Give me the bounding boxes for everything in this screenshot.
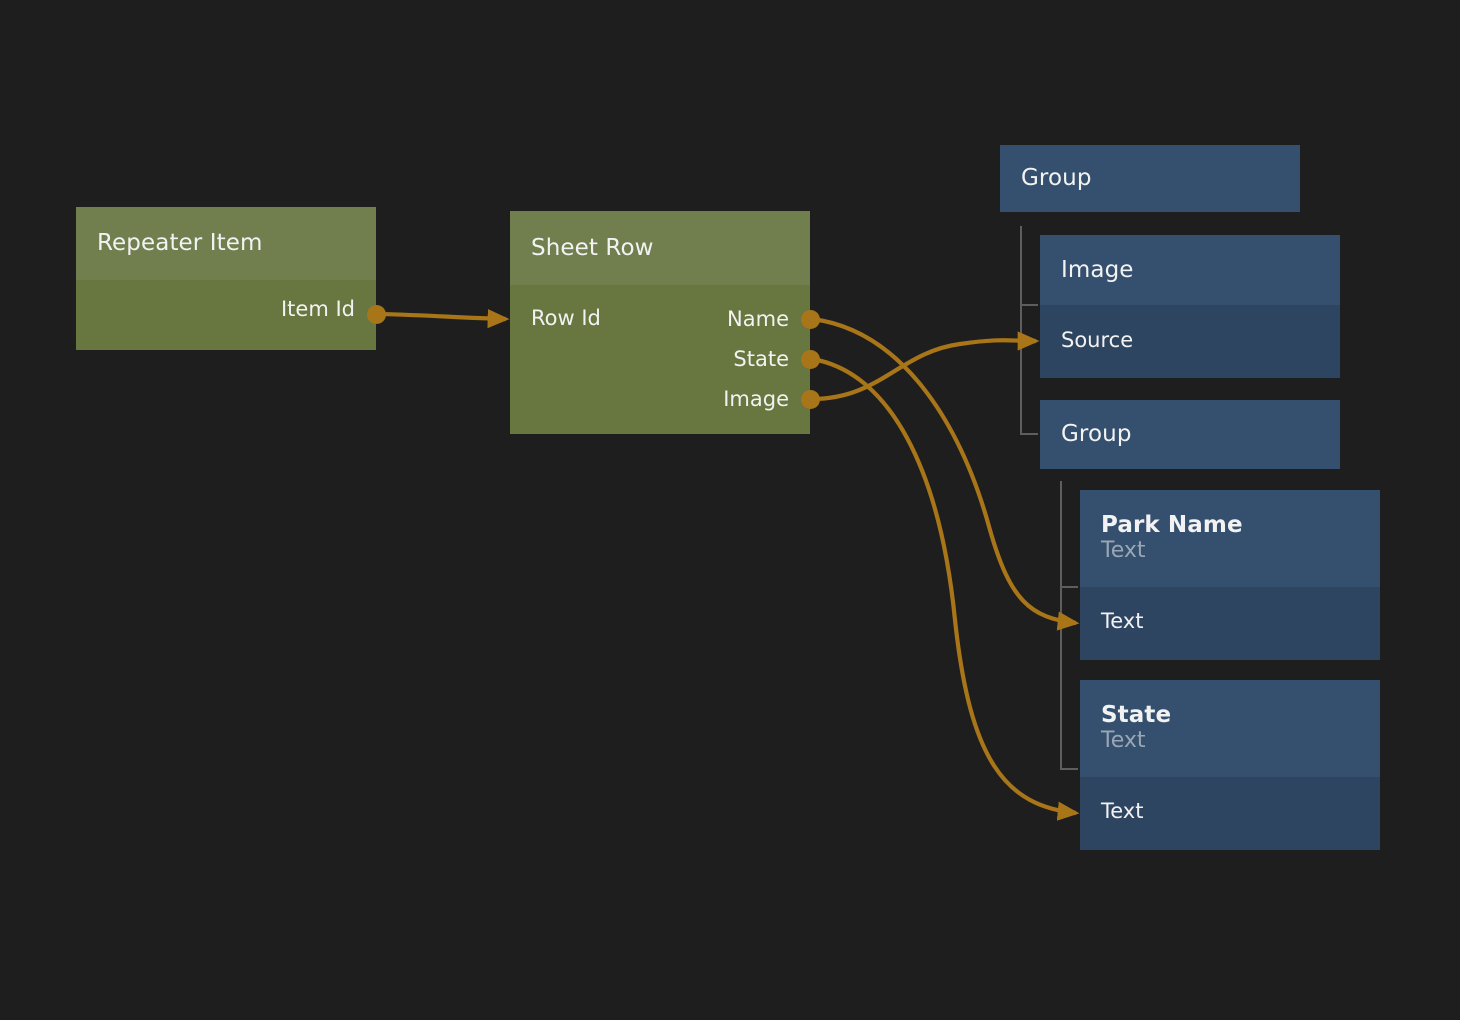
tree-stub-state [1060, 768, 1078, 770]
node-title: Group [1061, 421, 1132, 448]
node-header-repeater-item: Repeater Item [76, 207, 376, 280]
node-title: Image [1061, 256, 1134, 283]
port-label-state: State [733, 346, 789, 371]
tree-line-group-second [1060, 481, 1062, 769]
wire-itemid-to-rowid [377, 308, 510, 329]
port-label-source: Source [1061, 327, 1134, 352]
port-row-item-id[interactable]: Item Id [76, 298, 376, 320]
node-subtitle: Text [1101, 538, 1146, 564]
wire-name-to-parkname-text [811, 316, 1080, 631]
tree-stub-image [1020, 304, 1038, 306]
node-repeater-item[interactable]: Repeater Item Item Id [76, 207, 376, 350]
tree-line-group-top [1020, 226, 1022, 434]
node-title: Repeater Item [97, 230, 263, 257]
node-header-park-name: Park Name Text [1080, 490, 1380, 587]
node-state[interactable]: State Text Text [1080, 680, 1380, 850]
node-header-group-top: Group [1000, 145, 1300, 212]
port-dot-state[interactable] [801, 350, 820, 369]
node-header-group-second: Group [1040, 400, 1340, 469]
port-row-name[interactable]: Name [510, 308, 810, 330]
node-body-state: Text [1080, 777, 1380, 850]
port-label-text: Text [1101, 608, 1144, 633]
port-row-text[interactable]: Text [1080, 610, 1380, 632]
node-subtitle: Text [1101, 728, 1146, 754]
node-header-sheet-row: Sheet Row [510, 211, 810, 285]
port-row-state[interactable]: State [510, 348, 810, 370]
port-dot-name[interactable] [801, 310, 820, 329]
port-label-image: Image [723, 386, 789, 411]
node-sheet-row[interactable]: Sheet Row Row Id Name State Image [510, 211, 810, 434]
node-group-second[interactable]: Group [1040, 400, 1340, 469]
node-body-repeater-item: Item Id [76, 280, 376, 350]
port-row-image[interactable]: Image [510, 388, 810, 410]
node-header-state: State Text [1080, 680, 1380, 777]
node-title: State [1101, 702, 1172, 729]
port-dot-image[interactable] [801, 390, 820, 409]
node-header-image: Image [1040, 235, 1340, 305]
port-label-item-id: Item Id [280, 296, 355, 321]
node-group-top[interactable]: Group [1000, 145, 1300, 212]
node-title: Sheet Row [531, 234, 654, 261]
port-label-row-id: Row Id [531, 305, 601, 330]
wire-image-to-source [811, 331, 1040, 402]
node-park-name[interactable]: Park Name Text Text [1080, 490, 1380, 660]
port-label-name: Name [727, 306, 789, 331]
node-body-sheet-row: Row Id Name State Image [510, 285, 810, 434]
node-body-image: Source [1040, 305, 1340, 378]
port-row-row-id[interactable]: Row Id [510, 307, 810, 329]
node-title: Group [1021, 165, 1092, 192]
tree-stub-group-second [1020, 433, 1038, 435]
tree-stub-park-name [1060, 586, 1078, 588]
wire-state-to-state-text [811, 356, 1080, 821]
port-row-text[interactable]: Text [1080, 800, 1380, 822]
port-dot-item-id[interactable] [367, 305, 386, 324]
port-label-text: Text [1101, 798, 1144, 823]
node-title: Park Name [1101, 512, 1243, 539]
node-body-park-name: Text [1080, 587, 1380, 660]
port-row-source[interactable]: Source [1040, 329, 1340, 351]
node-image[interactable]: Image Source [1040, 235, 1340, 378]
